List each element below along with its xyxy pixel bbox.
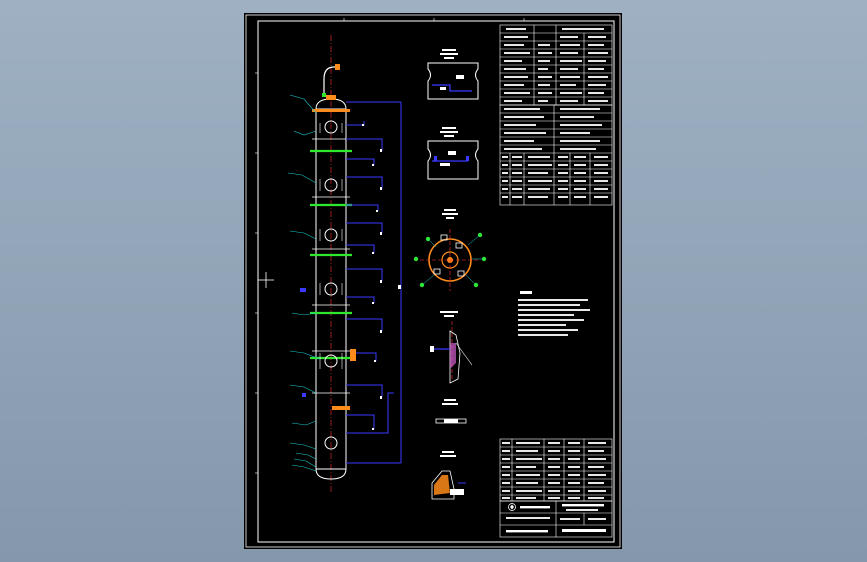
nozzle-orientation-plan xyxy=(413,209,487,291)
column-elevation xyxy=(300,35,356,493)
design-data-table xyxy=(499,24,613,106)
nozzle-routing xyxy=(346,101,402,464)
parts-list-table xyxy=(499,438,613,502)
base-ring-detail xyxy=(431,451,466,500)
nozzle-tags xyxy=(362,124,401,430)
support-lug-detail xyxy=(430,311,473,384)
technical-notes xyxy=(518,291,590,336)
flange-set xyxy=(310,149,352,360)
nozzle-schedule-cells xyxy=(502,108,608,198)
sheet-border xyxy=(245,14,621,548)
design-data-cells xyxy=(504,28,608,102)
manway-set xyxy=(324,120,338,450)
bottom-head xyxy=(315,468,347,480)
crosshair-icon xyxy=(258,272,274,288)
parts-list-cells xyxy=(502,442,606,499)
detail-view-1 xyxy=(427,49,479,100)
vent-pipe xyxy=(323,66,339,95)
nozzle-schedule-table xyxy=(499,104,613,206)
logo-icon xyxy=(508,503,516,511)
side-nozzles xyxy=(300,288,356,410)
detail-view-2 xyxy=(427,127,479,180)
drawing-sheet xyxy=(244,13,622,549)
gasket-detail xyxy=(435,399,467,424)
leader-lines xyxy=(287,94,321,472)
tray-lines xyxy=(319,123,343,369)
drawing-canvas xyxy=(245,14,621,548)
title-block xyxy=(499,500,613,538)
